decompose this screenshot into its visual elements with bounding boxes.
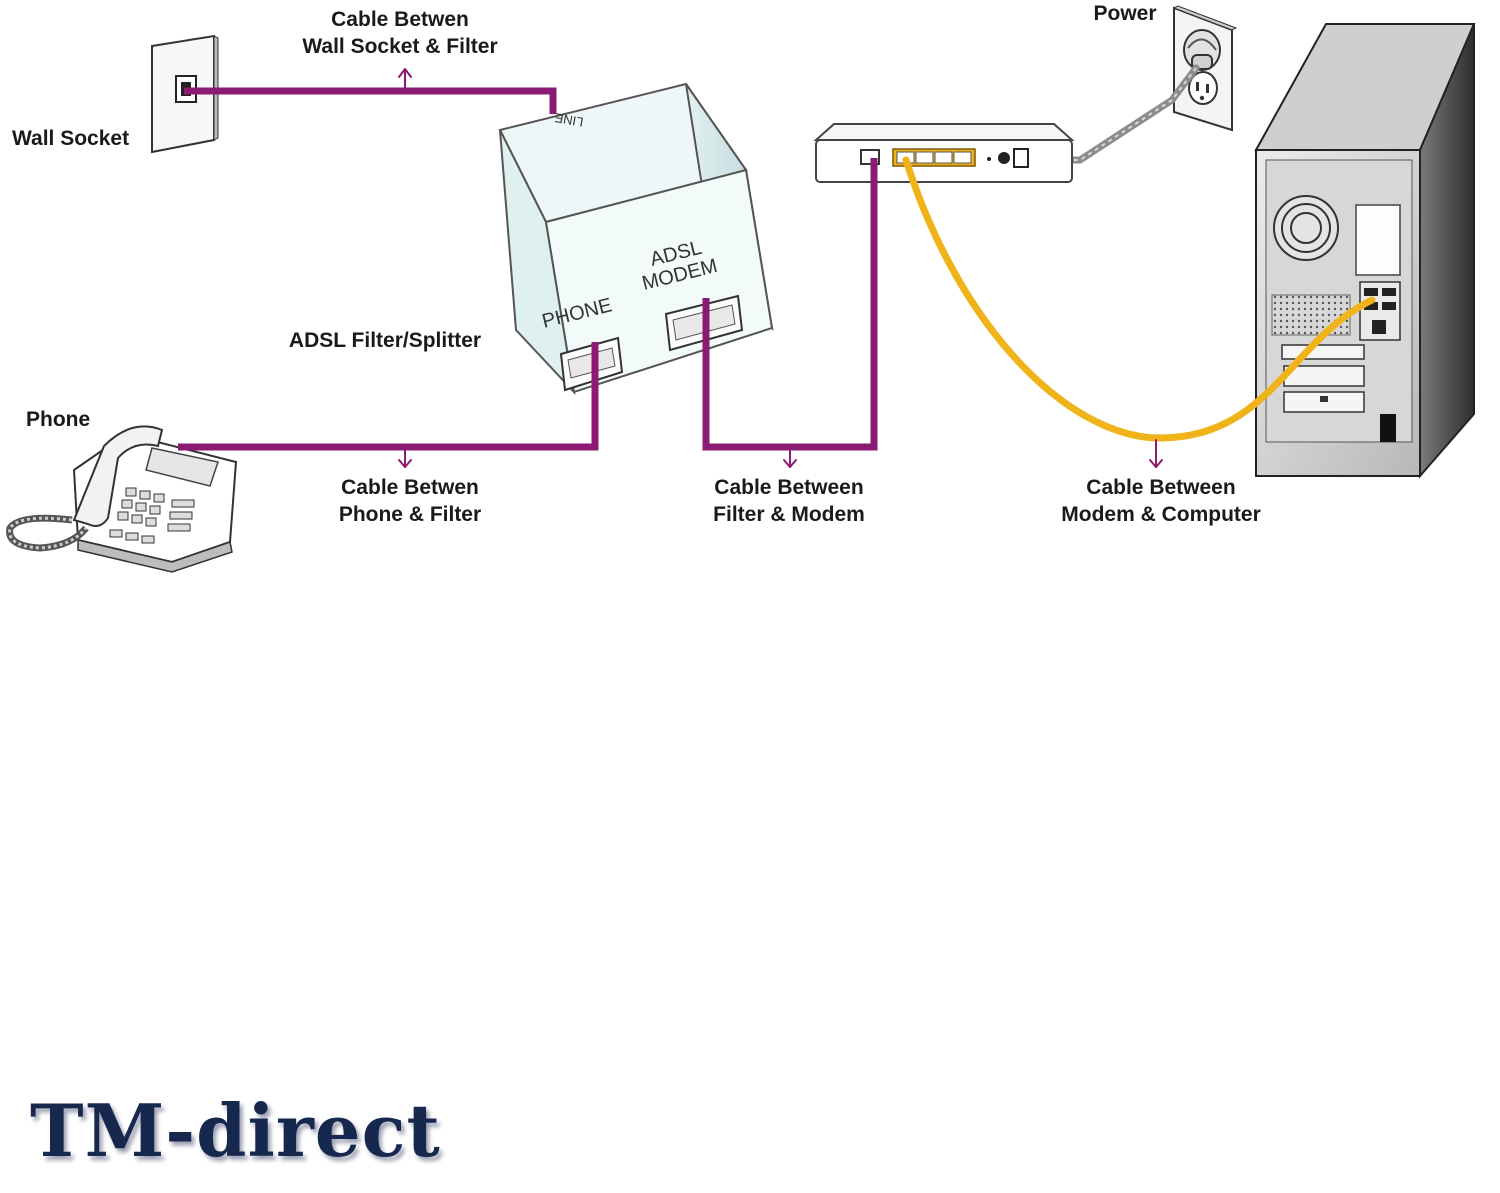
label-cable-wall-filter: Cable Betwen Wall Socket & Filter (302, 8, 498, 58)
computer-tower-icon (1254, 23, 1476, 479)
cable-wall-to-filter (184, 87, 557, 114)
splitter-port-line: LINE (553, 110, 584, 130)
label-cable-modem-computer: Cable Between Modem & Computer (1061, 476, 1261, 526)
label-phone: Phone (26, 408, 91, 431)
adsl-modem-icon (813, 123, 1075, 183)
arrow-down-icon (1149, 439, 1163, 468)
arrow-up-icon (398, 68, 412, 92)
label-arrows (398, 68, 1163, 468)
adsl-splitter-icon: LINE PHONE ADSL MODEM (498, 82, 774, 396)
label-cable-phone-filter: Cable Betwen Phone & Filter (338, 476, 482, 526)
brand-logo: TM-direct (30, 1088, 441, 1173)
cable-phone-to-filter (178, 342, 599, 451)
telephone-icon (6, 425, 238, 573)
cable-modem-to-computer (902, 156, 1376, 442)
power-outlet-icon (1172, 5, 1238, 132)
label-cable-filter-modem: Cable Between Filter & Modem (713, 476, 865, 526)
label-power: Power (1093, 2, 1157, 25)
label-adsl-filter: ADSL Filter/Splitter (288, 329, 482, 352)
label-wall-socket: Wall Socket (12, 127, 130, 150)
arrow-down-icon (398, 446, 412, 468)
arrow-down-icon (783, 446, 797, 468)
